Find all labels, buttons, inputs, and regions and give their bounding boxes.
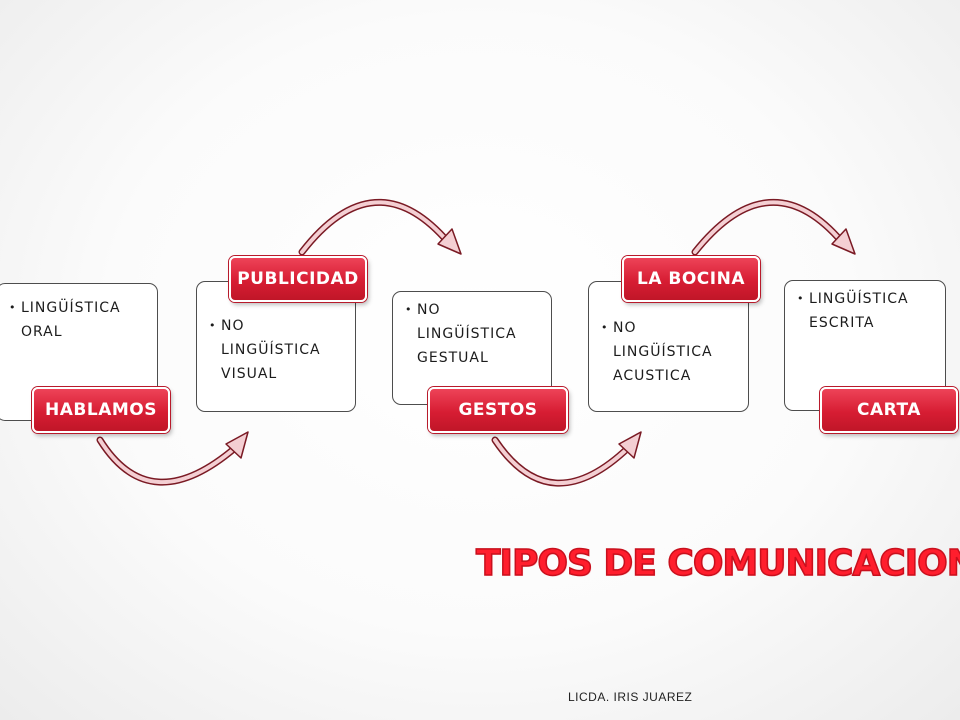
bullet-text: NO LINGÜÍSTICA GESTUAL bbox=[403, 298, 551, 370]
bullet-text: NO LINGÜÍSTICA ACUSTICA bbox=[599, 316, 748, 388]
label-la-bocina: LA BOCINA bbox=[622, 256, 760, 302]
author-footer: LICDA. IRIS JUAREZ bbox=[568, 690, 693, 704]
label-gestos: GESTOS bbox=[428, 387, 568, 433]
curved-arrow-icon bbox=[298, 198, 462, 256]
bullet-text: LINGÜÍSTICA ESCRITA bbox=[795, 287, 945, 335]
bullet-text: NO LINGÜÍSTICA VISUAL bbox=[207, 314, 355, 386]
card-la-bocina: NO LINGÜÍSTICA ACUSTICA bbox=[588, 281, 749, 412]
slide-title: TIPOS DE COMUNICACION bbox=[475, 542, 960, 585]
label-carta: CARTA bbox=[820, 387, 958, 433]
label-hablamos: HABLAMOS bbox=[32, 387, 170, 433]
label-publicidad: PUBLICIDAD bbox=[229, 256, 367, 302]
card-gestos: NO LINGÜÍSTICA GESTUAL bbox=[392, 291, 552, 405]
card-publicidad: NO LINGÜÍSTICA VISUAL bbox=[196, 281, 356, 412]
curved-arrow-icon bbox=[691, 198, 856, 256]
curved-arrow-icon bbox=[96, 431, 249, 486]
bullet-text: LINGÜÍSTICA ORAL bbox=[7, 296, 157, 344]
curved-arrow-icon bbox=[491, 431, 642, 487]
